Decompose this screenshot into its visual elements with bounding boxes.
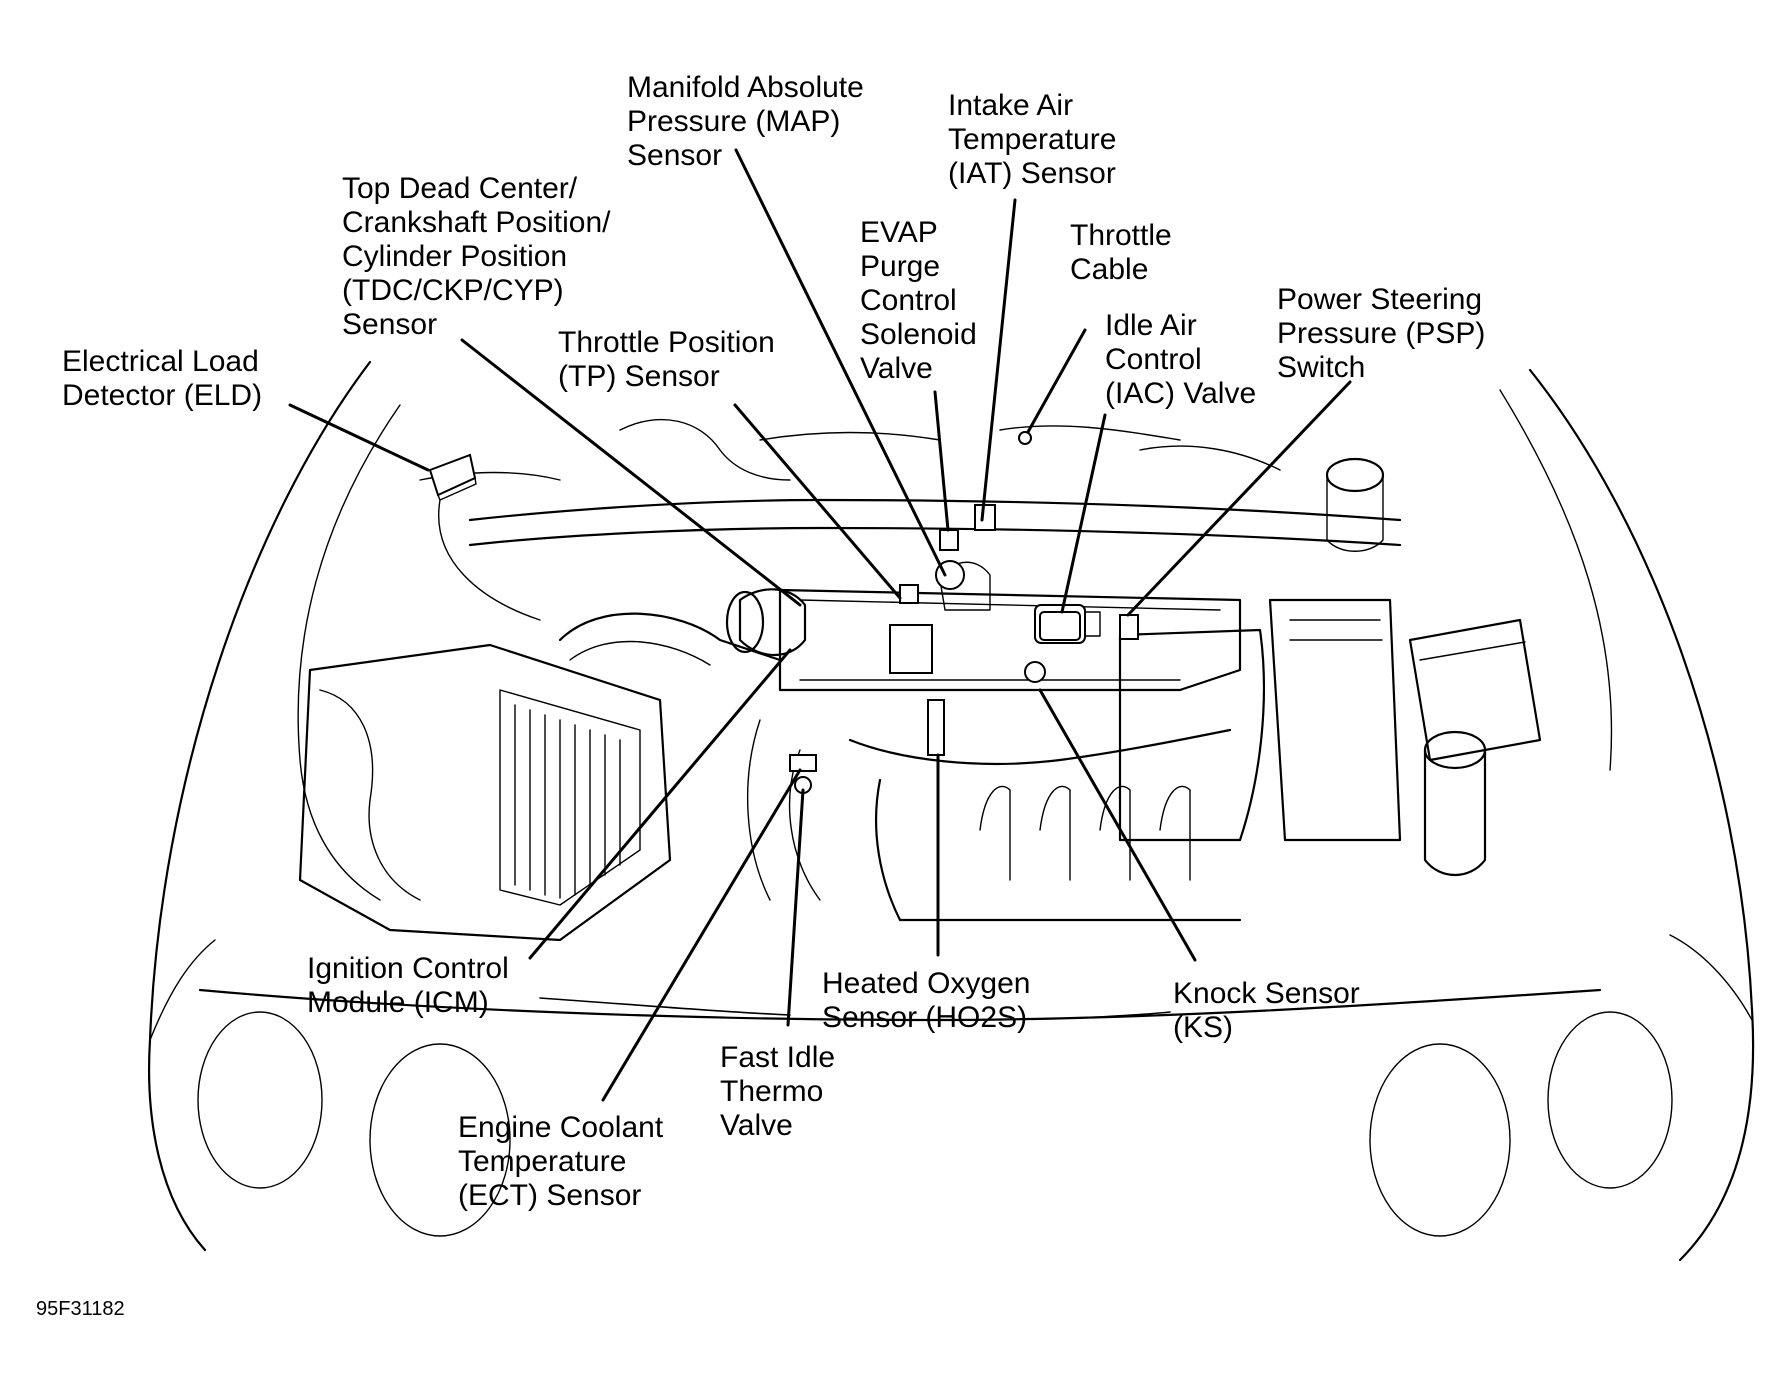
label-line: Throttle [1070, 219, 1172, 252]
label-line: Sensor [627, 139, 723, 172]
headlamps [197, 1011, 1673, 1237]
label-line: Temperature [458, 1145, 627, 1178]
label-line: Sensor [342, 308, 438, 341]
label-line: Solenoid [860, 318, 977, 351]
label-fast-idle-thermo-valve: Fast Idle Thermo Valve [720, 1041, 835, 1143]
label-tp-sensor: Throttle Position (TP) Sensor [558, 326, 775, 394]
label-map-sensor: Manifold Absolute Pressure (MAP) Sensor [627, 71, 864, 173]
label-line: Detector (ELD) [62, 379, 263, 412]
label-line: Intake Air [948, 89, 1074, 122]
figure-id: 95F31182 [36, 1298, 125, 1320]
label-line: Switch [1277, 351, 1366, 384]
label-eld: Electrical Load Detector (ELD) [62, 345, 262, 413]
label-line: (TP) Sensor [558, 360, 720, 393]
label-line: Valve [720, 1109, 793, 1142]
label-tdc-ckp-cyp-sensor: Top Dead Center/ Crankshaft Position/ Cy… [342, 172, 610, 342]
label-line: Sensor (HO2S) [822, 1001, 1028, 1034]
label-line: Cylinder Position [342, 240, 568, 273]
label-ho2s: Heated Oxygen Sensor (HO2S) [822, 967, 1030, 1035]
label-line: Crankshaft Position/ [342, 206, 611, 239]
label-line: Engine Coolant [458, 1111, 664, 1144]
label-line: Control [1105, 343, 1202, 376]
label-iat-sensor: Intake Air Temperature (IAT) Sensor [948, 89, 1116, 191]
label-line: (IAC) Valve [1105, 377, 1257, 410]
label-line: Heated Oxygen [822, 967, 1031, 1000]
label-line: Thermo [720, 1075, 824, 1108]
label-line: Purge [860, 250, 941, 283]
label-line: Fast Idle [720, 1041, 836, 1074]
label-line: Electrical Load [62, 345, 259, 378]
label-line: Control [860, 284, 957, 317]
label-line: Module (ICM) [307, 986, 489, 1019]
label-evap-purge-valve: EVAP Purge Control Solenoid Valve [860, 216, 977, 386]
label-ect-sensor: Engine Coolant Temperature (ECT) Sensor [458, 1111, 663, 1213]
label-knock-sensor: Knock Sensor (KS) [1173, 977, 1360, 1045]
label-line: (TDC/CKP/CYP) [342, 274, 564, 307]
label-line: (IAT) Sensor [948, 157, 1116, 190]
label-line: Idle Air [1105, 309, 1197, 342]
label-line: Knock Sensor [1173, 977, 1360, 1010]
power-steering-reservoir [1325, 457, 1542, 876]
label-line: Pressure (PSP) [1277, 317, 1486, 350]
label-line: Manifold Absolute [627, 71, 864, 104]
strut-bar-and-hoses [419, 418, 1402, 621]
label-line: Pressure (MAP) [627, 105, 841, 138]
label-line: Cable [1070, 253, 1149, 286]
label-line: Top Dead Center/ [342, 172, 578, 205]
label-line: (ECT) Sensor [458, 1179, 642, 1212]
label-line: Throttle Position [558, 326, 775, 359]
label-throttle-cable: Throttle Cable [1070, 219, 1172, 287]
label-iac-valve: Idle Air Control (IAC) Valve [1105, 309, 1256, 411]
valve-cover [1118, 598, 1402, 842]
intake-manifold [725, 561, 1242, 692]
label-line: Power Steering [1277, 283, 1483, 316]
exhaust-manifold [746, 719, 1242, 922]
label-line: EVAP [860, 216, 938, 249]
air-cleaner [298, 612, 782, 942]
vehicle-body-outline [147, 360, 1755, 1262]
sensor-bodies [428, 431, 1139, 794]
label-psp-switch: Power Steering Pressure (PSP) Switch [1277, 283, 1485, 385]
label-line: (KS) [1173, 1011, 1233, 1044]
label-line: Valve [860, 352, 933, 385]
label-line: Temperature [948, 123, 1117, 156]
label-line: Ignition Control [307, 952, 509, 985]
leader-lines [288, 148, 1352, 1102]
label-icm: Ignition Control Module (ICM) [307, 952, 509, 1020]
